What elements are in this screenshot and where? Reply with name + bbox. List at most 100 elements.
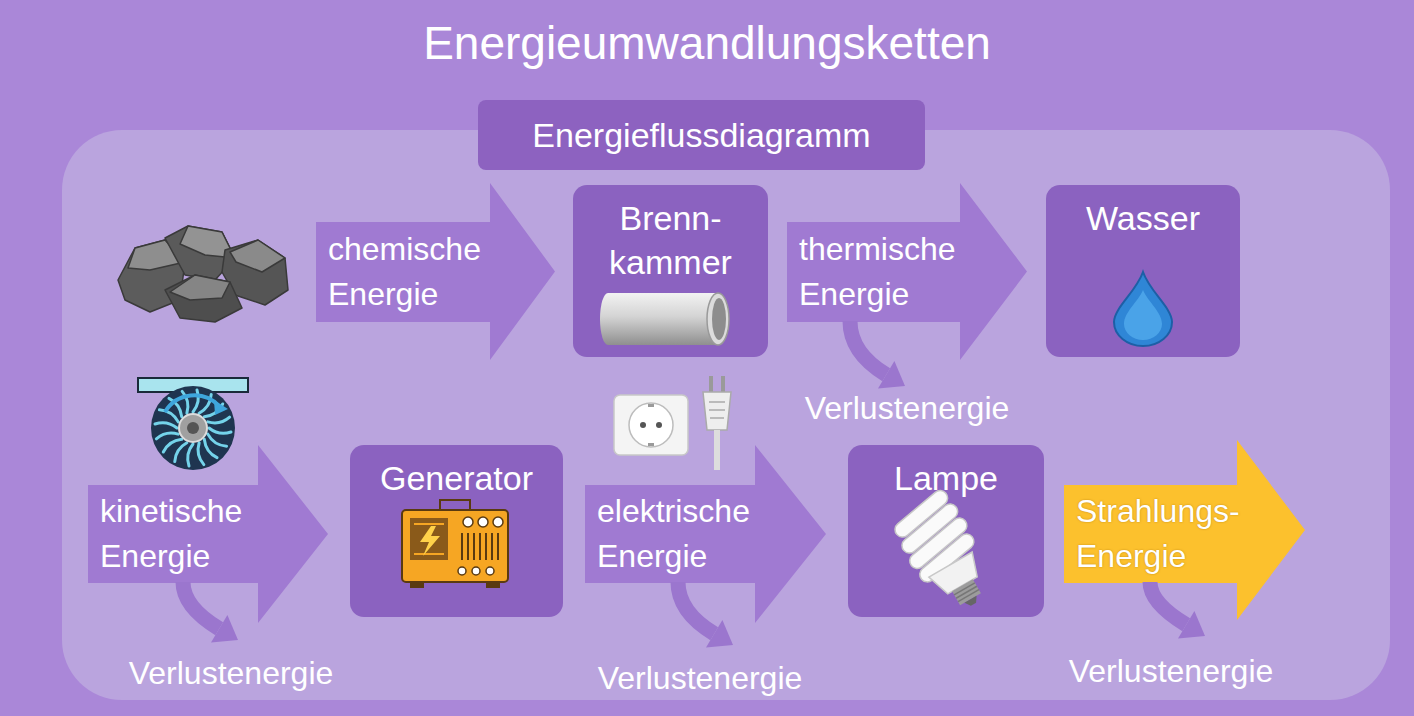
- loss-arrow: [1150, 582, 1186, 625]
- turbine-icon: [158, 409, 180, 422]
- arrow-shape: [585, 445, 826, 623]
- arrow-shape: [316, 183, 555, 360]
- turbine-icon: [204, 401, 223, 420]
- lamp-icon: [884, 485, 1005, 622]
- turbine-icon: [162, 436, 181, 455]
- loss-label: Verlustenergie: [129, 654, 334, 692]
- turbine-icon: [187, 422, 199, 434]
- box-label: Wasser: [1046, 196, 1240, 240]
- coal-icon: [128, 240, 185, 270]
- turbine-icon: [208, 413, 230, 426]
- water-drop-icon: [1124, 290, 1162, 340]
- loss-label: Verlustenergie: [598, 659, 803, 697]
- pipe-icon: [600, 293, 616, 345]
- turbine-icon: [188, 444, 193, 466]
- generator-icon: [402, 500, 508, 588]
- heading-tab: Energieflussdiagramm: [478, 100, 925, 170]
- loss-label-wrap: Verlustenergie: [1021, 652, 1321, 690]
- turbine-icon: [214, 400, 228, 415]
- socket-icon: [640, 422, 646, 428]
- lamp-icon: [958, 590, 979, 602]
- turbine-icon: [209, 428, 231, 433]
- loss-label: Verlustenergie: [805, 389, 1010, 427]
- plug-icon: [714, 430, 720, 470]
- socket-icon: [648, 404, 654, 407]
- lamp-icon: [964, 596, 979, 608]
- turbine-icon: [151, 386, 235, 470]
- loss-label: Verlustenergie: [1069, 652, 1274, 690]
- lamp-icon: [956, 586, 977, 598]
- turbine-icon: [194, 443, 207, 465]
- energy-arrow: thermische Energie: [787, 183, 1027, 360]
- turbine-icon: [165, 395, 219, 412]
- component-box: Lampe: [848, 445, 1044, 617]
- generator-icon: [440, 500, 470, 510]
- coal-icon: [165, 275, 242, 322]
- coal-icon: [118, 226, 288, 322]
- arrow-shape: [787, 183, 1027, 360]
- loss-arrow: [878, 361, 905, 388]
- component-box: Generator: [350, 445, 563, 617]
- loss-arrow: [850, 321, 905, 388]
- generator-icon: [479, 533, 481, 560]
- diagram-title: Energieumwandlungsketten: [423, 16, 991, 71]
- lamp-icon: [917, 531, 977, 585]
- turbine-icon: [155, 423, 177, 428]
- lamp-icon: [892, 487, 951, 540]
- generator-icon: [478, 517, 488, 527]
- turbine-icon: [179, 414, 207, 442]
- socket-icon: [648, 443, 654, 446]
- plug-icon: [709, 409, 725, 411]
- energy-arrow: kinetische Energie: [88, 445, 328, 623]
- energy-label: Strahlungs- Energie: [1076, 489, 1267, 579]
- diagram-panel: [62, 130, 1390, 700]
- generator-icon: [472, 567, 480, 575]
- energy-label: thermische Energie: [799, 227, 990, 317]
- plug-icon: [709, 376, 713, 393]
- loss-label-wrap: Verlustenergie: [757, 389, 1057, 427]
- loss-arrow: [183, 582, 219, 629]
- lamp-icon: [929, 552, 984, 598]
- generator-icon: [473, 533, 475, 560]
- loss-arrow: [678, 582, 733, 647]
- text-wrap: elektrische Energie: [597, 489, 785, 579]
- text-wrap: Strahlungs- Energie: [1076, 489, 1267, 579]
- plug-icon: [710, 417, 724, 419]
- text-wrap: Energieflussdiagramm: [478, 100, 925, 170]
- plug-icon: [703, 376, 731, 470]
- turbine-icon: [166, 397, 185, 416]
- generator-icon: [463, 517, 473, 527]
- box-label: Brenn- kammer: [573, 196, 768, 284]
- generator-icon: [410, 518, 448, 560]
- title-area: Energieumwandlungsketten: [0, 16, 1414, 71]
- arrow-shape: [1064, 440, 1305, 620]
- arrow-shape: [88, 445, 328, 623]
- generator-icon: [485, 533, 487, 560]
- coal-icon: [165, 226, 235, 280]
- lamp-icon: [952, 579, 981, 605]
- socket-icon: [614, 395, 688, 455]
- generator-icon: [458, 567, 466, 575]
- loss-arrow: [183, 582, 238, 642]
- loss-label-wrap: Verlustenergie: [550, 659, 850, 697]
- loss-arrow: [706, 620, 733, 647]
- text-wrap: chemische Energie: [328, 227, 520, 317]
- component-box: Wasser: [1046, 185, 1240, 357]
- turbine-icon: [155, 390, 231, 466]
- turbine-icon: [199, 393, 212, 415]
- energy-label: chemische Energie: [328, 227, 520, 317]
- arrow-shape: [1064, 440, 1305, 620]
- turbine-icon: [156, 429, 178, 442]
- coal-icon: [230, 240, 285, 272]
- energy-arrow: chemische Energie: [316, 183, 555, 360]
- turbine-icon: [138, 378, 248, 392]
- output-arrow: Strahlungs- Energie: [1064, 440, 1305, 620]
- text-wrap: Generator: [350, 456, 563, 500]
- pipe-icon: [712, 298, 726, 340]
- loss-arrow: [678, 582, 714, 634]
- lamp-icon: [907, 515, 970, 571]
- turbine-icon: [193, 390, 198, 412]
- pipe-icon: [600, 293, 729, 345]
- coal-icon: [170, 275, 230, 300]
- turbine-icon: [178, 391, 191, 413]
